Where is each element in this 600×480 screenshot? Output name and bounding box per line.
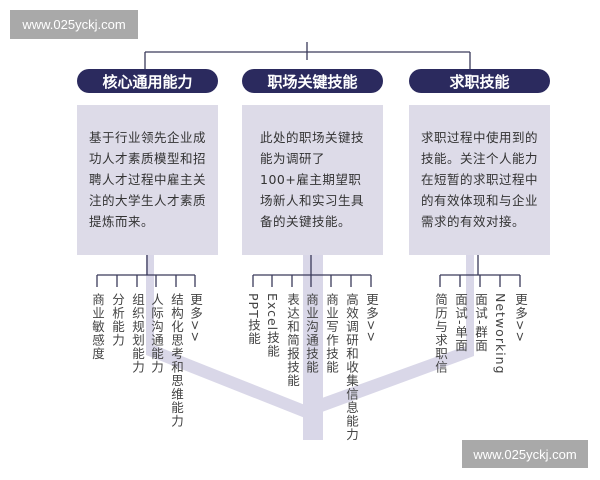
skill-item: 更多>>: [188, 293, 203, 343]
top-connector: [144, 42, 471, 69]
skill-item: 更多>>: [364, 293, 379, 343]
skill-item: 高效调研和收集信息能力: [344, 293, 359, 442]
watermark-bottom: www.025yckj.com: [462, 440, 588, 468]
skill-item: Excel技能: [265, 293, 280, 359]
category-description-workplace: 此处的职场关键技能为调研了100+雇主期望职场新人和实习生具备的关键技能。: [242, 105, 383, 255]
skill-item: 人际沟通能力: [149, 293, 164, 374]
category-title-core: 核心通用能力: [77, 69, 218, 93]
skill-item: 商业写作技能: [324, 293, 339, 374]
skill-item: 商业沟通技能: [304, 293, 319, 374]
skill-item: 面试-单面: [453, 293, 468, 353]
skill-item: 更多>>: [513, 293, 528, 343]
skill-item: 简历与求职信: [433, 293, 448, 374]
skill-item: 表达和简报技能: [285, 293, 300, 388]
skill-item: 分析能力: [110, 293, 125, 347]
watermark-top: www.025yckj.com: [10, 10, 138, 39]
skill-brackets: [96, 255, 521, 287]
skill-item: 面试-群面: [473, 293, 488, 353]
category-title-jobhunt: 求职技能: [409, 69, 550, 93]
skill-item: 商业敏感度: [90, 293, 105, 361]
trunk: [146, 255, 474, 440]
skill-item: 组织规划能力: [130, 293, 145, 374]
skill-item: Networking: [493, 293, 508, 375]
skill-item: PPT技能: [246, 293, 261, 346]
category-description-core: 基于行业领先企业成功人才素质模型和招聘人才过程中雇主关注的大学生人才素质提炼而来…: [77, 105, 218, 255]
category-description-jobhunt: 求职过程中使用到的技能。关注个人能力在短暂的求职过程中的有效体现和与企业需求的有…: [409, 105, 550, 255]
skill-item: 结构化思考和思维能力: [169, 293, 184, 428]
category-title-workplace: 职场关键技能: [242, 69, 383, 93]
